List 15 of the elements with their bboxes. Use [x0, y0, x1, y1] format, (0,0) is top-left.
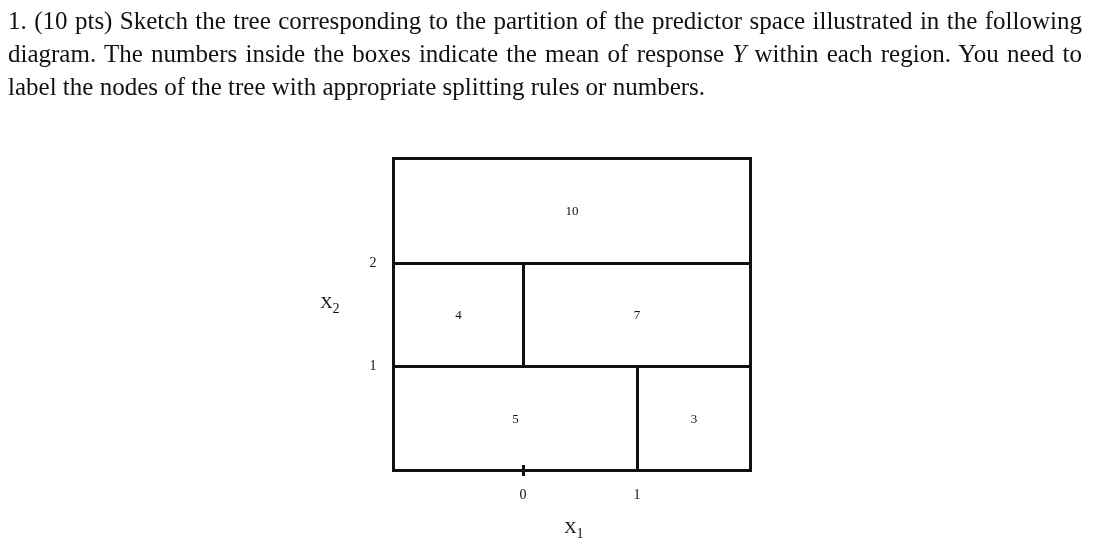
region-box: [392, 365, 639, 472]
region-box: [392, 157, 752, 265]
region-box: [636, 365, 752, 472]
axis-label: X$_{1}$: [564, 518, 584, 542]
tick-label: 2: [369, 255, 377, 271]
region-mean-value: 7: [633, 307, 641, 323]
tick-label: 1: [369, 358, 377, 374]
region-mean-value: 4: [455, 307, 462, 323]
tick-label: 1: [633, 487, 641, 503]
tick-label: 0: [519, 487, 527, 503]
region-mean-value: 10: [565, 203, 579, 219]
question-text: 1. (10 pts) Sketch the tree corresponding to the partition of the predictor space illustrated in the following diagram. The numbers inside the boxes indicate the mean of response Y within each region. You need to label the nodes of the tree with appropriate splitting rules or numbers.: [8, 6, 1082, 102]
axis-label: X$_{2}$: [320, 293, 340, 317]
region-mean-value: 5: [512, 410, 519, 427]
region-mean-value: 3: [690, 410, 698, 427]
